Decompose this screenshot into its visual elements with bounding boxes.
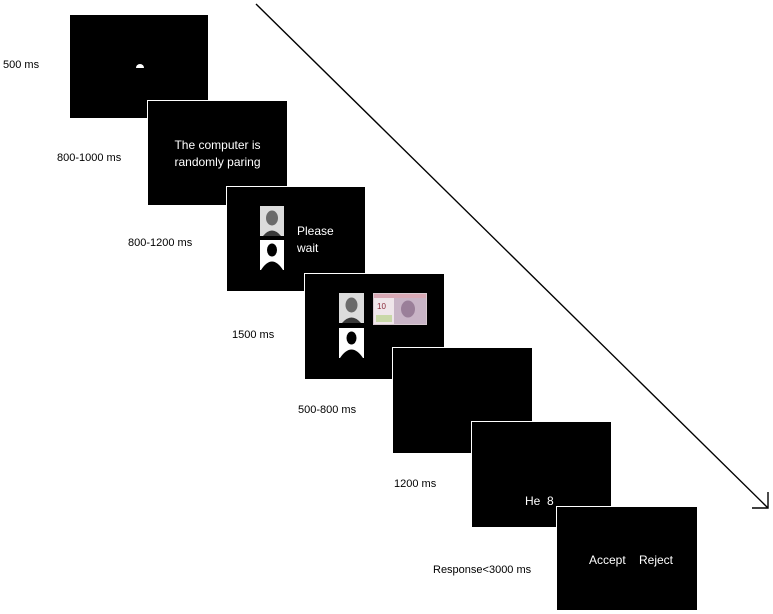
duration-label: 1500 ms — [232, 329, 275, 341]
offer-screen: 10 — [304, 273, 445, 380]
person-silhouette-icon — [339, 328, 364, 358]
wait-screen: Please wait — [226, 186, 366, 292]
pairing-text-line-2: randomly paring — [174, 155, 261, 169]
wait-text-line-2: wait — [297, 241, 319, 255]
face-photo-icon — [339, 293, 364, 323]
accept-option: Accept — [589, 553, 626, 567]
response-screen: Accept Reject — [556, 506, 698, 611]
pairing-screen: The computer is randomly paring — [147, 100, 288, 206]
person-silhouette-icon — [260, 240, 284, 270]
duration-label: Response<3000 ms — [433, 564, 532, 576]
pairing-text-line-1: The computer is — [174, 138, 261, 152]
fixation-dot-icon — [136, 64, 144, 68]
face-photo-icon — [260, 206, 284, 236]
duration-label: 1200 ms — [394, 478, 437, 490]
duration-label: 500-800 ms — [298, 404, 357, 416]
duration-label: 800-1000 ms — [57, 152, 122, 164]
allocation-he: He 8 — [525, 494, 554, 508]
reject-option: Reject — [639, 553, 674, 567]
duration-label: 500 ms — [3, 59, 40, 71]
wait-text-line-1: Please — [297, 224, 334, 238]
allocation-you: You 2 — [525, 545, 556, 559]
duration-label: 800-1200 ms — [128, 237, 193, 249]
banknote-icon: 10 — [373, 293, 427, 325]
banknote-denomination: 10 — [377, 302, 386, 311]
